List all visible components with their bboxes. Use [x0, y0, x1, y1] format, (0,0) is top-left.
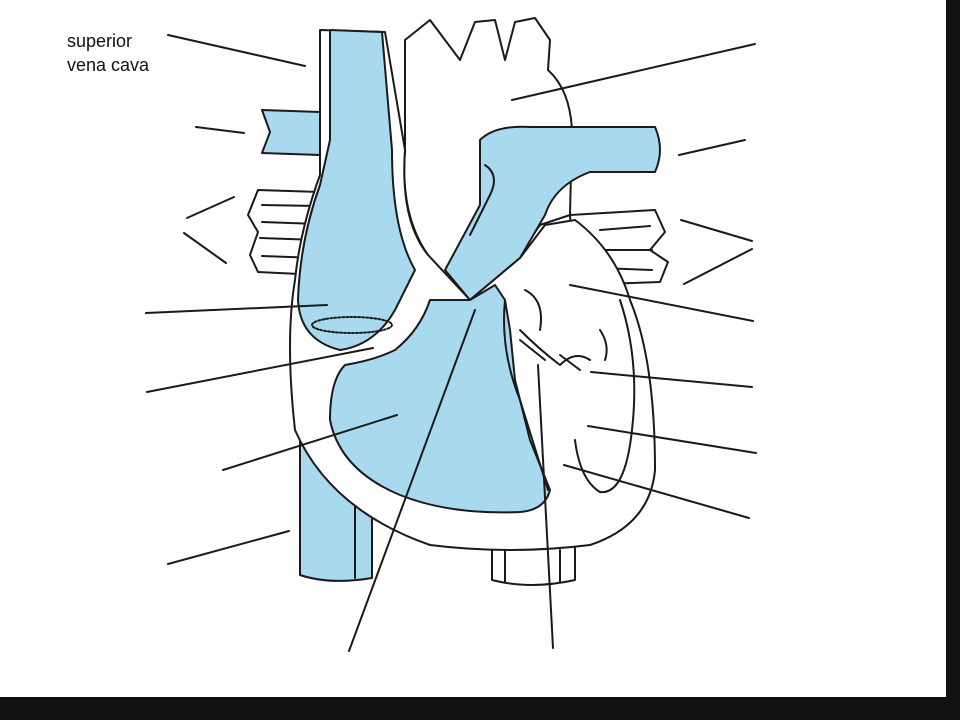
left-ventricle-wall: [574, 299, 636, 494]
leader-right-atrium: [145, 304, 328, 314]
frame-border-bottom: [0, 697, 960, 720]
pulmonary-artery: [444, 125, 661, 301]
descending-aorta-inner: [504, 549, 561, 583]
leader-lpv-lower: [683, 248, 753, 285]
leader-svc: [167, 34, 306, 67]
right-ventricle: [329, 284, 551, 514]
leader-pulmonary-valve: [348, 309, 476, 652]
leader-rpv-lower: [183, 232, 227, 264]
leader-aorta: [511, 43, 756, 101]
leader-left-atrium: [569, 284, 754, 322]
leader-rpv-upper: [186, 196, 235, 219]
leader-lpv-upper: [680, 219, 753, 242]
chordae: [519, 339, 581, 371]
leader-rpa: [195, 126, 245, 134]
leader-lpa: [678, 139, 746, 156]
right-pulmonary-artery: [261, 109, 321, 156]
septum: [503, 299, 549, 491]
leader-right-ventricle: [222, 414, 398, 471]
label-line-1: superior: [67, 31, 133, 51]
leader-myocardium: [563, 464, 750, 519]
leader-septum: [537, 364, 554, 649]
tricuspid-valve: [311, 316, 393, 334]
right-atrium-svc: [297, 29, 416, 351]
leader-ivc: [167, 530, 290, 565]
pulmonary-artery-curve: [469, 164, 495, 236]
superior-vena-cava-label: superior vena cava: [67, 29, 149, 77]
mitral-valve: [519, 289, 608, 366]
label-line-2: vena cava: [67, 55, 150, 75]
descending-aorta: [491, 539, 576, 586]
leader-tricuspid: [146, 347, 374, 393]
rpv-inner-lines: [259, 204, 319, 259]
leader-mitral: [590, 371, 753, 388]
frame-border-right: [946, 0, 960, 720]
leader-left-ventricle: [587, 425, 757, 454]
